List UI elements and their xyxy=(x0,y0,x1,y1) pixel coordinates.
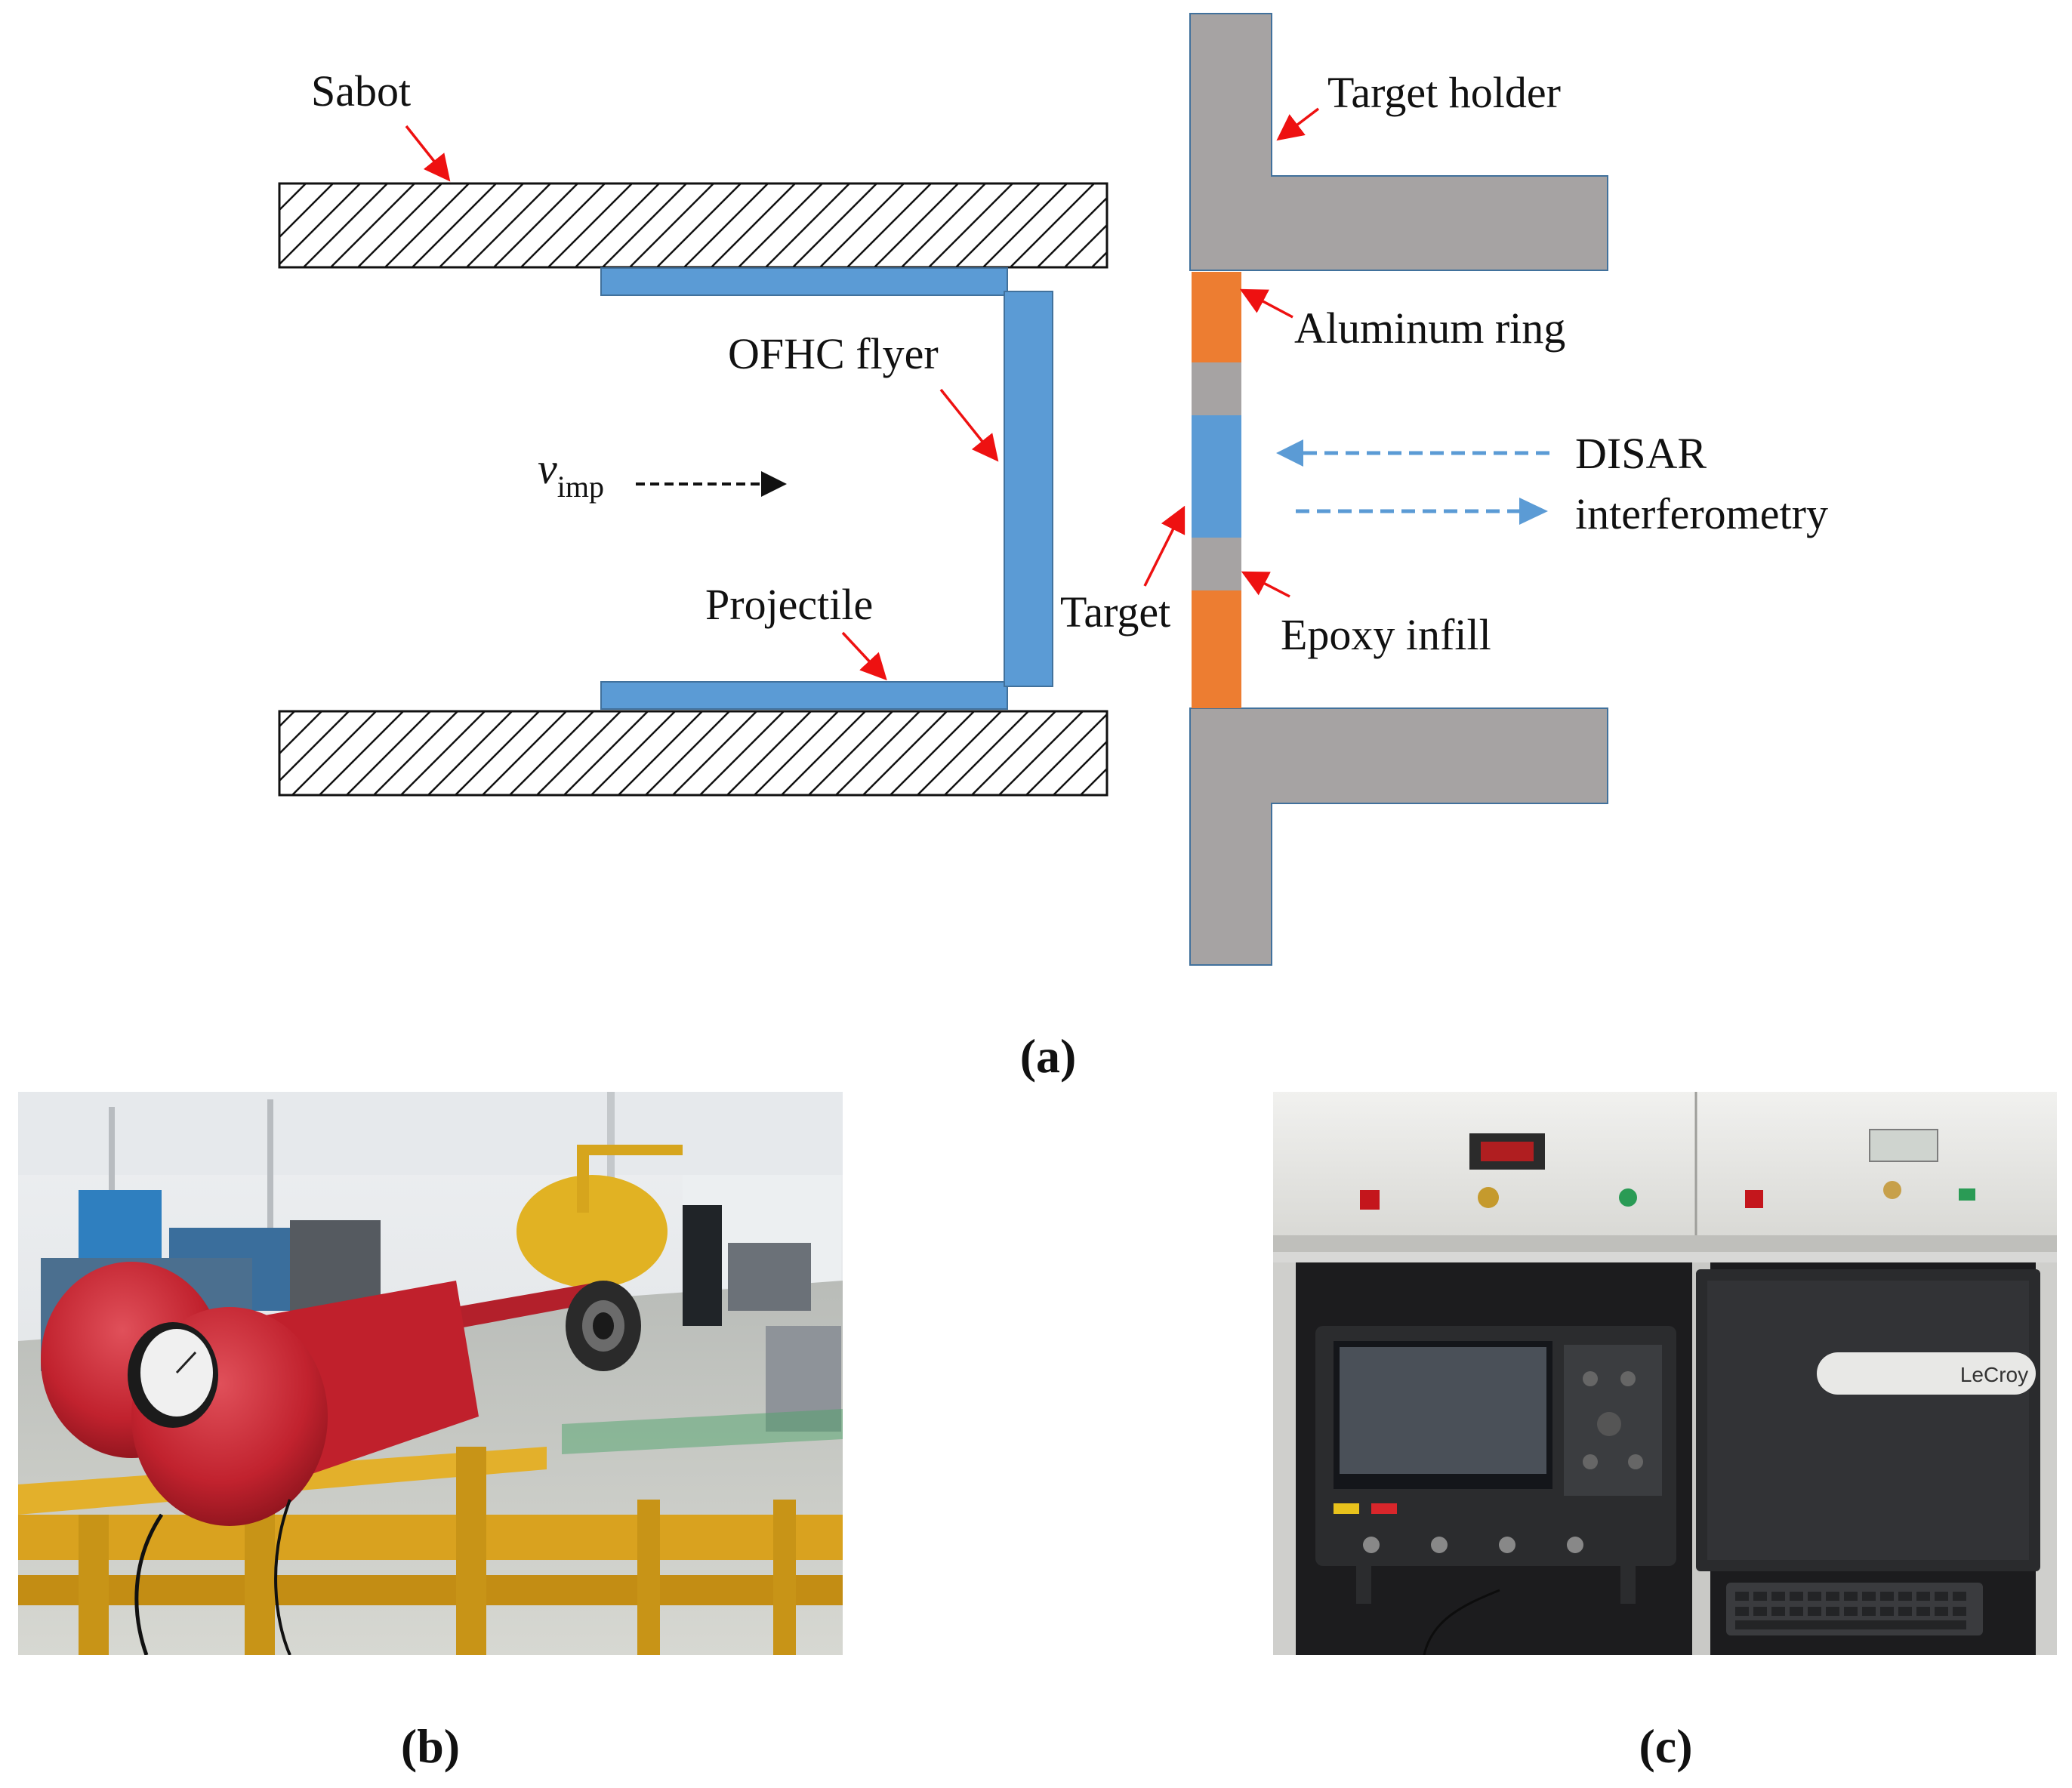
impact-velocity-label: vimp xyxy=(538,444,604,504)
disar-arrowhead-outgoing xyxy=(1519,498,1548,525)
disar-label-line2: interferometry xyxy=(1575,489,1828,538)
epoxy-infill-bottom xyxy=(1192,538,1241,590)
gas-gun-photo xyxy=(18,1092,843,1655)
lecroy-brand-text: LeCroy xyxy=(1960,1363,2028,1386)
disar-arrowhead-incoming xyxy=(1276,439,1303,467)
epoxy-infill-top xyxy=(1192,362,1241,415)
target-holder-lower xyxy=(1189,707,1608,966)
panel-a-schematic: Sabot Target holder OFHC flyer Aluminum … xyxy=(278,13,1828,1083)
ofhc-flyer-pointer-arrow xyxy=(939,388,999,462)
epoxy-infill-label: Epoxy infill xyxy=(1281,610,1491,659)
target-holder-pointer-arrow xyxy=(1276,107,1320,141)
disar-label-line1: DISAR xyxy=(1575,429,1707,478)
sabot-upper-bar xyxy=(278,182,1108,269)
ofhc-flyer-plate xyxy=(1004,291,1053,687)
projectile-pointer-arrow xyxy=(841,631,887,681)
projectile-label: Projectile xyxy=(705,580,873,629)
panel-b-photo: (b) xyxy=(18,1092,843,1773)
impact-velocity-arrowhead xyxy=(761,471,787,497)
aluminum-ring-bottom xyxy=(1192,590,1241,708)
panel-c-photo: LeCroy (c) xyxy=(1273,1092,2057,1773)
target-holder-label: Target holder xyxy=(1327,68,1561,117)
ofhc-flyer-label: OFHC flyer xyxy=(728,329,939,378)
oscilloscope-photo: LeCroy xyxy=(1273,1092,2057,1655)
impact-velocity-subscript: imp xyxy=(557,470,604,504)
target-pointer-arrow xyxy=(1143,505,1186,587)
sabot-pointer-arrow xyxy=(405,125,451,182)
panel-b-caption: (b) xyxy=(401,1719,460,1773)
target-holder-upper xyxy=(1189,13,1608,271)
target-sample xyxy=(1192,415,1241,538)
sabot-label: Sabot xyxy=(311,66,411,116)
epoxy-infill-pointer-arrow xyxy=(1241,571,1290,598)
impact-velocity-symbol: v xyxy=(538,444,557,493)
projectile-lower xyxy=(600,681,1008,710)
aluminum-ring-label: Aluminum ring xyxy=(1294,304,1565,353)
panel-c-caption: (c) xyxy=(1639,1719,1692,1773)
sabot-lower-bar xyxy=(278,710,1108,797)
panel-a-caption: (a) xyxy=(1020,1029,1077,1083)
projectile-upper xyxy=(600,267,1008,296)
aluminum-ring-pointer-arrow xyxy=(1239,288,1293,319)
aluminum-ring-top xyxy=(1192,272,1241,362)
target-label: Target xyxy=(1060,587,1170,637)
